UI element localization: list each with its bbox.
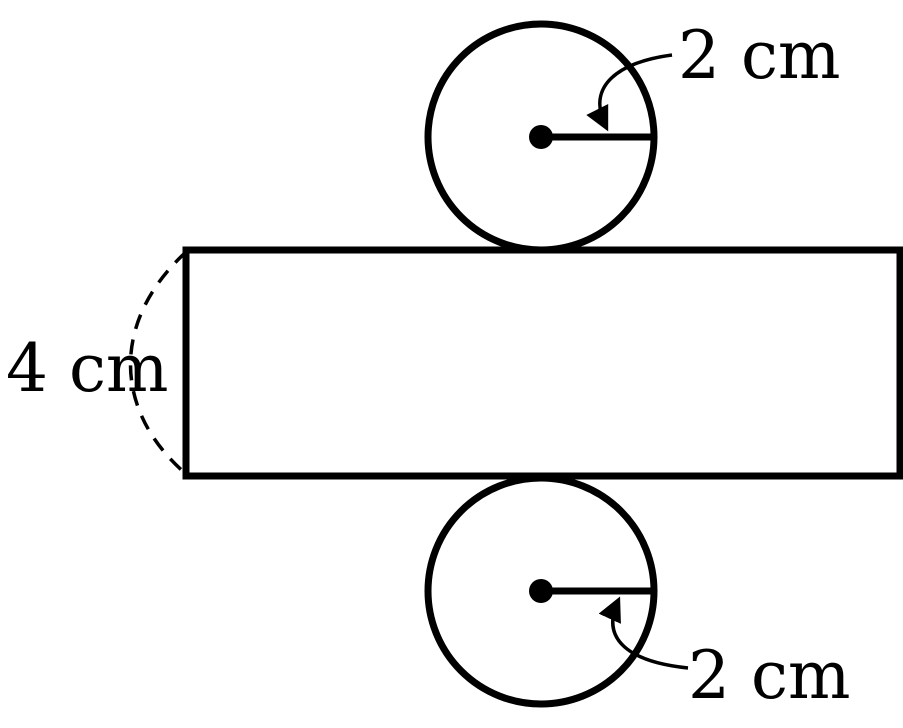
rectangle-height-label: 4 cm: [6, 330, 169, 407]
top-radius-label: 2 cm: [678, 17, 841, 94]
bottom-radius-label: 2 cm: [688, 637, 851, 714]
bottom-center-dot: [529, 579, 553, 603]
height-dashed-arc: [128, 250, 188, 476]
bottom-radius-leader-arrow: [598, 596, 689, 670]
top-center-dot: [529, 125, 553, 149]
lateral-rectangle: [182, 246, 903, 480]
top-radius-leader-arrow: [586, 53, 673, 132]
